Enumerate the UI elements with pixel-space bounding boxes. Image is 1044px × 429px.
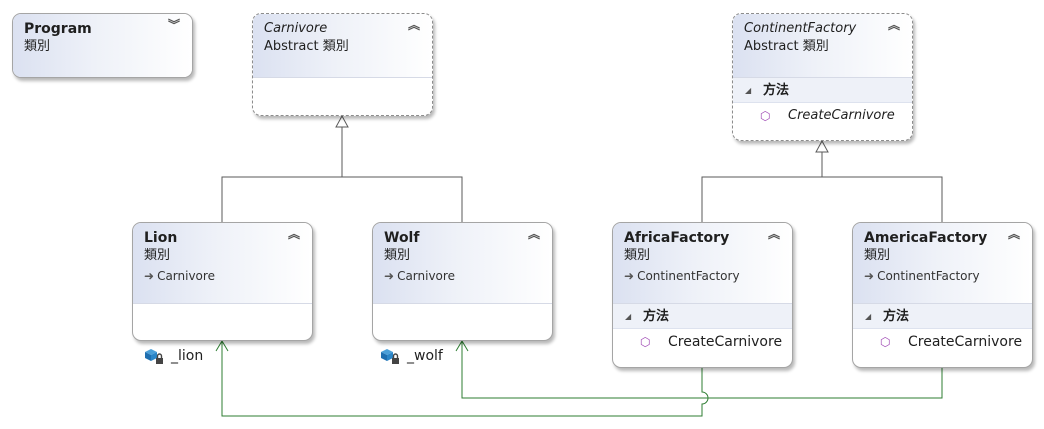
collapse-triangle-icon[interactable]: ◢ [625,312,632,321]
double-chevron-up-icon[interactable]: ︽ [287,227,300,241]
section-label: 方法 [643,309,670,324]
double-chevron-up-icon[interactable]: ︽ [1007,227,1020,241]
base-class: ➜Carnivore [144,267,312,285]
class-stereotype: 類別 [384,248,411,263]
class-stereotype: 類別 [24,39,51,54]
method-item[interactable]: ⬡ CreateCarnivore [733,103,912,129]
inherits-arrow-icon: ➜ [384,269,395,283]
class-name: AfricaFactory [624,230,730,246]
base-class: ➜Carnivore [384,267,552,285]
base-class-label: Carnivore [397,269,455,283]
double-chevron-down-icon[interactable]: ︾ [167,18,180,32]
method-cube-icon: ⬡ [880,335,891,349]
base-class-label: ContinentFactory [637,269,740,283]
base-class: ➜ContinentFactory [864,267,1032,285]
method-label: CreateCarnivore [908,334,1023,350]
association-label-lion[interactable]: _lion [145,347,204,365]
class-stereotype: 類別 [624,248,651,263]
double-chevron-up-icon[interactable]: ︽ [407,18,420,32]
class-carnivore[interactable]: Carnivore Abstract 類別 ︽ [252,13,433,116]
method-item[interactable]: ⬡ CreateCarnivore [613,329,792,355]
base-class-label: Carnivore [157,269,215,283]
class-header: Program 類別 ︾ [13,14,192,77]
base-class-label: ContinentFactory [877,269,980,283]
class-header: ContinentFactory Abstract 類別 ︽ [733,14,912,78]
association-label: _wolf [407,348,443,364]
class-stereotype: Abstract 類別 [744,39,829,54]
class-lion[interactable]: Lion 類別 ➜Carnivore ︽ [132,222,313,341]
class-wolf[interactable]: Wolf 類別 ➜Carnivore ︽ [372,222,553,341]
methods-section-header[interactable]: ◢ 方法 [733,78,912,103]
class-stereotype: 類別 [144,248,171,263]
double-chevron-up-icon[interactable]: ︽ [887,18,900,32]
collapse-triangle-icon[interactable]: ◢ [745,86,752,95]
class-header: Lion 類別 ➜Carnivore ︽ [133,223,312,304]
section-label: 方法 [883,309,910,324]
methods-section-header[interactable]: ◢ 方法 [853,304,1032,329]
inherits-arrow-icon: ➜ [144,269,155,283]
class-header: Wolf 類別 ➜Carnivore ︽ [373,223,552,304]
double-chevron-up-icon[interactable]: ︽ [527,227,540,241]
private-field-icon [381,349,399,364]
class-continent-factory[interactable]: ContinentFactory Abstract 類別 ︽ ◢ 方法 ⬡ Cr… [732,13,913,141]
private-field-icon [145,349,163,364]
class-header: Carnivore Abstract 類別 ︽ [253,14,432,78]
method-cube-icon: ⬡ [640,335,651,349]
class-name: ContinentFactory [744,21,857,36]
method-cube-icon: ⬡ [760,109,771,123]
inheritance-carnivore [221,114,463,222]
class-name: Wolf [384,230,420,246]
methods-section-header[interactable]: ◢ 方法 [613,304,792,329]
class-america-factory[interactable]: AmericaFactory 類別 ➜ContinentFactory ︽ ◢ … [852,222,1033,368]
method-item[interactable]: ⬡ CreateCarnivore [853,329,1032,355]
inheritance-continent-factory [701,139,943,222]
class-program[interactable]: Program 類別 ︾ [12,13,193,78]
inherits-arrow-icon: ➜ [864,269,875,283]
class-name: AmericaFactory [864,230,988,246]
double-chevron-up-icon[interactable]: ︽ [767,227,780,241]
class-africa-factory[interactable]: AfricaFactory 類別 ➜ContinentFactory ︽ ◢ 方… [612,222,793,368]
association-label: _lion [171,348,204,364]
class-name: Carnivore [264,21,328,36]
method-label: CreateCarnivore [788,108,895,123]
class-name: Program [24,21,92,37]
class-header: AfricaFactory 類別 ➜ContinentFactory ︽ [613,223,792,304]
collapse-triangle-icon[interactable]: ◢ [865,312,872,321]
inherits-arrow-icon: ➜ [624,269,635,283]
class-stereotype: Abstract 類別 [264,39,349,54]
base-class: ➜ContinentFactory [624,267,792,285]
class-name: Lion [144,230,178,246]
class-stereotype: 類別 [864,248,891,263]
section-label: 方法 [763,83,790,98]
association-lines [215,340,943,417]
association-label-wolf[interactable]: _wolf [381,347,443,365]
method-label: CreateCarnivore [668,334,783,350]
class-header: AmericaFactory 類別 ➜ContinentFactory ︽ [853,223,1032,304]
